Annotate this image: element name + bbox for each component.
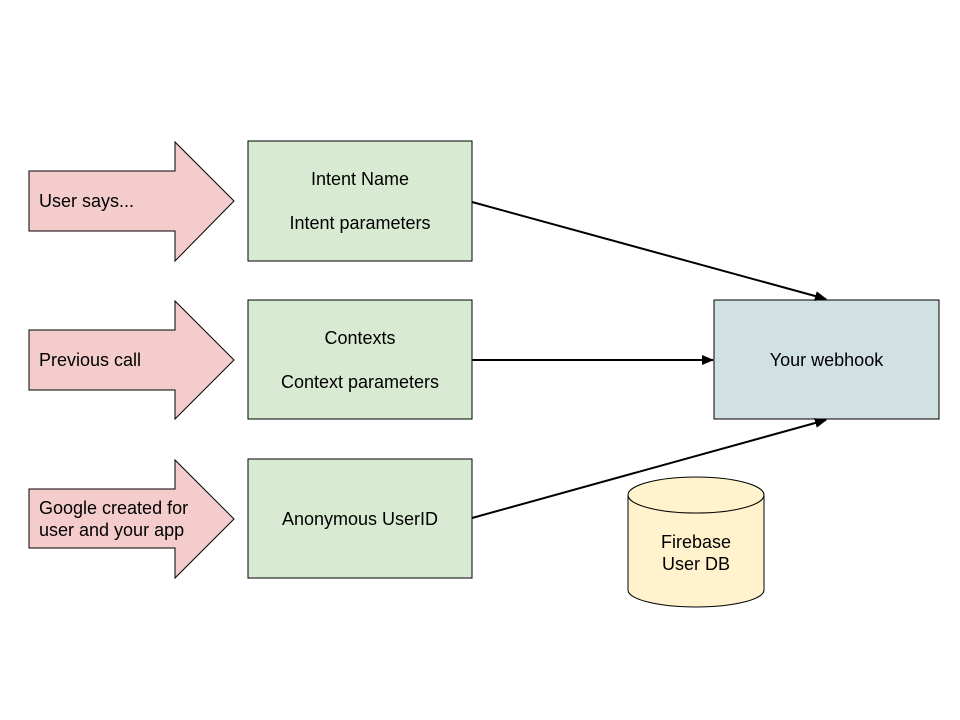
database-label-line: User DB [661,554,730,574]
input-arrow-google-created [28,458,235,580]
contexts-box-label: Contexts Context parameters [248,300,472,419]
input-label-line: Previous call [39,350,142,370]
input-label-line: Google created for [39,498,189,518]
connector-intent-to-webhook [471,201,827,301]
contexts-text: Contexts [324,327,396,348]
userid-box-label: Anonymous UserID [248,459,472,578]
input-label-line: User says... [39,191,135,211]
input-label-google-created: Google created for user and your app [39,489,209,549]
webhook-label: Your webhook [714,300,939,419]
context-parameters-text: Context parameters [280,371,440,392]
input-arrow-user-says [28,140,235,263]
connector-userid-to-webhook [471,418,827,519]
intent-parameters-text: Intent parameters [289,213,431,233]
database-cylinder [627,476,765,608]
database-label-line: Firebase [660,532,732,552]
input-label-user-says: User says... [39,171,179,231]
intent-name-text: Intent Name [310,169,410,189]
input-label-line: user and your app [39,520,185,540]
database-label: Firebase User DB [628,520,764,586]
contexts-box [247,299,473,420]
intent-box [247,140,473,262]
intent-box-label: Intent Name Intent parameters [248,141,472,261]
input-label-previous-call: Previous call [39,330,179,390]
userid-box [247,458,473,579]
anonymous-userid-text: Anonymous UserID [281,508,439,529]
webhook-text: Your webhook [769,349,884,370]
input-arrow-previous-call [28,299,235,421]
